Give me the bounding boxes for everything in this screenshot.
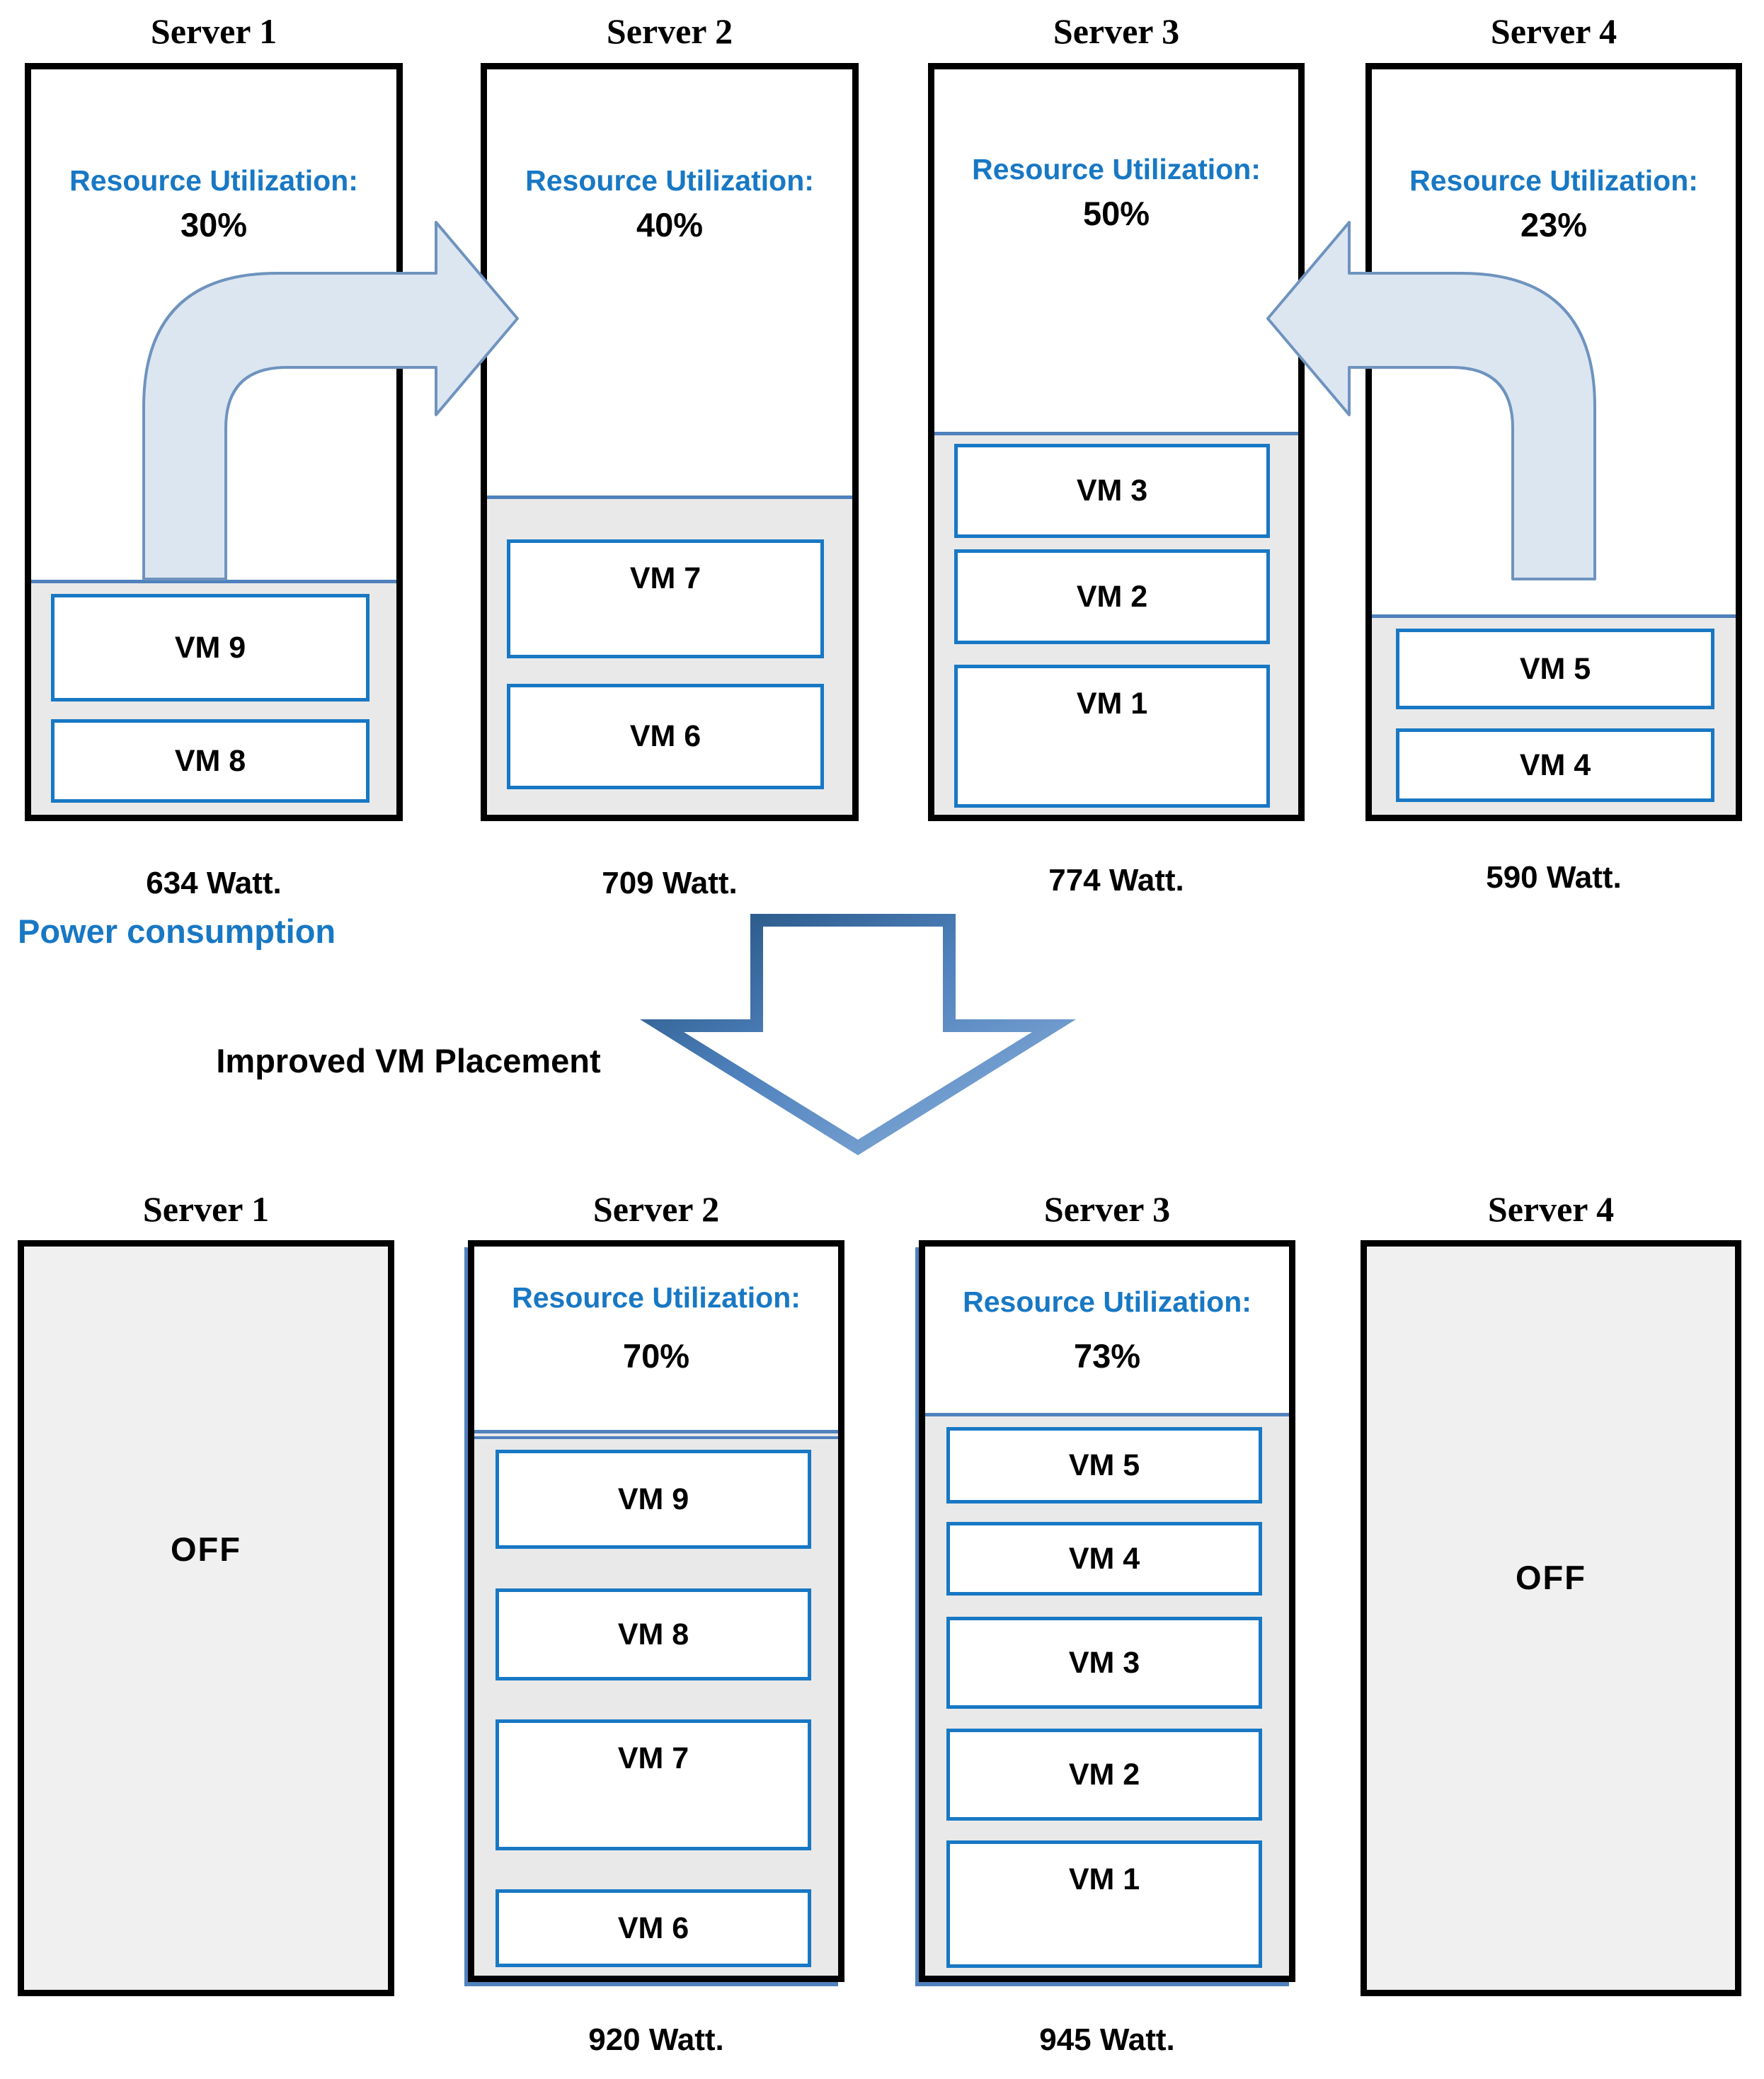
top-server1-utilization-value: 30% bbox=[180, 206, 248, 244]
top-server4-utilization-value: 23% bbox=[1520, 206, 1588, 244]
bottom-server2-utilization-value: 70% bbox=[622, 1337, 690, 1375]
vm-box: VM 6 bbox=[507, 684, 824, 789]
top-server4-power: 590 Watt. bbox=[1486, 860, 1622, 895]
vm-box: VM 5 bbox=[1396, 629, 1714, 709]
bottom-server2-utilization-label: Resource Utilization: bbox=[512, 1281, 801, 1314]
vm-box: VM 2 bbox=[946, 1729, 1262, 1821]
bottom-server4-title: Server 4 bbox=[1487, 1189, 1615, 1229]
bottom-server4-box: OFF bbox=[1361, 1240, 1741, 1996]
bottom-server3-utilization-label: Resource Utilization: bbox=[963, 1285, 1252, 1318]
vm-box: VM 5 bbox=[946, 1427, 1262, 1504]
vm-box: VM 9 bbox=[51, 594, 370, 701]
top-server3-power: 774 Watt. bbox=[1048, 863, 1184, 898]
bottom-server3-box: Resource Utilization: 73% VM 5 VM 4 VM 3… bbox=[919, 1240, 1295, 1982]
vm-box: VM 4 bbox=[1396, 728, 1714, 802]
top-server4-vm-area: VM 5 VM 4 bbox=[1372, 614, 1736, 815]
bottom-server3-utilization-value: 73% bbox=[1073, 1337, 1141, 1375]
vm-box: VM 9 bbox=[496, 1450, 811, 1549]
vm-box: VM 1 bbox=[954, 665, 1270, 808]
bottom-server3-vm-area: VM 5 VM 4 VM 3 VM 2 VM 1 bbox=[925, 1413, 1289, 1976]
top-server3-utilization-label: Resource Utilization: bbox=[972, 153, 1261, 185]
bottom-server2-vm-area: VM 9 VM 8 VM 7 VM 6 bbox=[474, 1430, 838, 1976]
top-server2-vm-area: VM 7 VM 6 bbox=[487, 496, 852, 815]
top-server1-title: Server 1 bbox=[150, 11, 277, 51]
top-server1-box: Resource Utilization: 30% VM 9 VM 8 bbox=[25, 63, 403, 821]
bottom-server1-box: OFF bbox=[18, 1240, 394, 1996]
vm-area-top-line bbox=[474, 1436, 838, 1439]
top-server2-box: Resource Utilization: 40% VM 7 VM 6 bbox=[481, 63, 859, 821]
top-server3-title: Server 3 bbox=[1053, 11, 1180, 51]
top-server1-vm-area: VM 9 VM 8 bbox=[31, 580, 396, 815]
top-server2-power: 709 Watt. bbox=[602, 866, 738, 900]
bottom-server2-box: Resource Utilization: 70% VM 9 VM 8 VM 7… bbox=[468, 1240, 844, 1982]
top-server4-title: Server 4 bbox=[1490, 11, 1617, 51]
bottom-server4-off-label: OFF bbox=[1516, 1559, 1586, 1596]
vm-box: VM 4 bbox=[946, 1522, 1262, 1596]
vm-box: VM 8 bbox=[496, 1588, 811, 1680]
bottom-server3-power: 945 Watt. bbox=[1039, 2022, 1175, 2057]
vm-box: VM 8 bbox=[51, 719, 370, 803]
vm-box: VM 6 bbox=[496, 1889, 811, 1967]
top-server2-title: Server 2 bbox=[606, 11, 733, 51]
vm-box: VM 3 bbox=[954, 444, 1270, 538]
vm-box: VM 7 bbox=[496, 1719, 811, 1850]
top-server4-box: Resource Utilization: 23% VM 5 VM 4 bbox=[1365, 63, 1742, 821]
bottom-server2-power: 920 Watt. bbox=[588, 2022, 724, 2057]
improved-placement-arrow-icon bbox=[640, 914, 1076, 1155]
vm-box: VM 1 bbox=[946, 1840, 1262, 1968]
bottom-server1-off-label: OFF bbox=[171, 1530, 241, 1568]
top-server1-power: 634 Watt. bbox=[146, 866, 282, 900]
bottom-server3-title: Server 3 bbox=[1043, 1189, 1171, 1229]
vm-box: VM 2 bbox=[954, 549, 1270, 644]
top-server2-utilization-value: 40% bbox=[636, 206, 704, 244]
improved-vm-placement-label: Improved VM Placement bbox=[216, 1042, 601, 1079]
top-server3-box: Resource Utilization: 50% VM 3 VM 2 VM 1 bbox=[928, 63, 1305, 821]
bottom-server1-title: Server 1 bbox=[142, 1189, 270, 1229]
top-server4-utilization-label: Resource Utilization: bbox=[1409, 164, 1698, 197]
top-server1-utilization-label: Resource Utilization: bbox=[69, 164, 358, 197]
vm-box: VM 7 bbox=[507, 539, 824, 658]
top-server3-utilization-value: 50% bbox=[1082, 195, 1150, 232]
top-server2-utilization-label: Resource Utilization: bbox=[525, 164, 814, 197]
top-server3-vm-area: VM 3 VM 2 VM 1 bbox=[934, 432, 1298, 815]
vm-box: VM 3 bbox=[946, 1617, 1262, 1709]
power-consumption-label: Power consumption bbox=[18, 912, 336, 950]
bottom-server2-title: Server 2 bbox=[592, 1189, 720, 1229]
